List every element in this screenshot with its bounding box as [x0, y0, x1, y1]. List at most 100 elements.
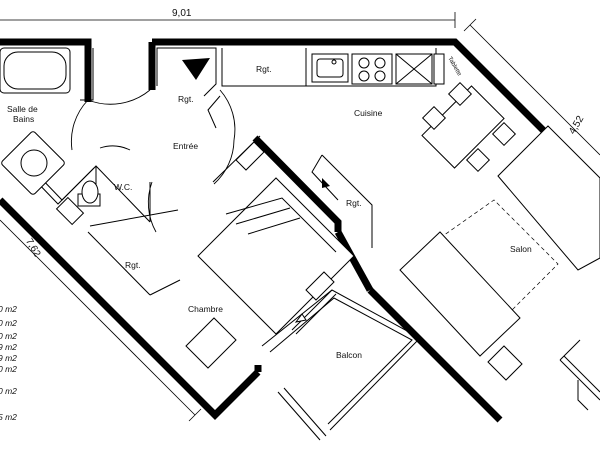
dining-chair — [491, 121, 517, 147]
area-item: 0 m2 — [0, 364, 17, 374]
desk — [185, 317, 237, 369]
area-item: 0 m2 — [0, 318, 17, 328]
bed-cover-fold-2 — [235, 207, 291, 225]
cooktop — [351, 53, 393, 85]
dimension-line-right — [469, 24, 600, 156]
area-item: 5 m2 — [0, 412, 17, 422]
sink-drain — [331, 59, 337, 65]
balcony-outline — [261, 289, 421, 431]
duct-marker-icon — [182, 58, 210, 80]
dimension-right-label: 4,52 — [567, 114, 586, 137]
wall-rgt-salon — [321, 154, 373, 248]
balcony-sliding-door-2 — [295, 293, 337, 335]
bedroom-furniture — [185, 141, 355, 369]
dimension-lines — [0, 12, 600, 422]
balcony-rail-2 — [283, 387, 327, 437]
wall-bedroom-living — [252, 135, 342, 232]
wall-rgt-salon-2 — [311, 154, 339, 201]
door-swing-kitchen — [219, 89, 236, 141]
room-label-balcon: Balcon — [336, 350, 362, 360]
door-swing-bath — [70, 99, 89, 151]
wall-bath-inner — [80, 48, 94, 101]
washbasin-bowl — [20, 149, 48, 177]
burner — [358, 70, 370, 82]
room-label-salle-de-bains-2: Bains — [13, 114, 34, 124]
room-label-salon: Salon — [510, 244, 532, 254]
dimension-top-label: 9,01 — [172, 8, 192, 19]
wall-bedroom-living-2 — [334, 230, 374, 292]
salon-window — [559, 359, 600, 401]
dimension-line-left — [0, 219, 196, 416]
burner — [374, 70, 386, 82]
rug — [439, 199, 559, 317]
door-swing-entry — [87, 89, 151, 105]
sink-basin — [316, 58, 344, 78]
bathtub-basin — [3, 51, 67, 90]
dining-set — [421, 81, 517, 173]
area-item: 9 m2 — [0, 342, 17, 352]
armchair — [399, 231, 521, 357]
area-item: 0 m2 — [0, 304, 17, 314]
wall-rgt-bottom — [149, 279, 181, 296]
door-swing-wc — [99, 145, 131, 151]
salon-window-2 — [563, 355, 600, 393]
nightstand — [235, 141, 265, 171]
bed-cover-fold-3 — [247, 217, 301, 235]
wc-sink — [55, 196, 85, 226]
area-item: 9 m2 — [0, 353, 17, 363]
balcony-sliding-door — [291, 289, 333, 331]
room-label-rgt-salon: Rgt. — [346, 198, 362, 208]
wall-bath-top — [0, 38, 92, 102]
dining-table — [421, 85, 505, 169]
interior-walls — [9, 47, 581, 361]
room-label-rgt-entry: Rgt. — [178, 94, 194, 104]
bed-cover-fold — [225, 197, 337, 253]
sofa — [497, 125, 600, 271]
area-list: 0 m2 0 m2 0 m2 9 m2 9 m2 0 m2 0 m2 5 m2 — [0, 304, 17, 422]
dimension-tick — [188, 408, 202, 422]
living-furniture — [399, 125, 600, 381]
wall-salon-window — [559, 339, 581, 361]
burner — [358, 57, 370, 69]
room-label-chambre: Chambre — [188, 304, 223, 314]
dining-chair — [465, 147, 491, 173]
wall-rgt-top-box — [221, 48, 307, 87]
door-swing-bedroom — [147, 181, 157, 233]
label-tablette: Tablette — [446, 56, 462, 78]
dimension-tick — [463, 18, 477, 32]
dining-chair — [447, 81, 473, 107]
bathroom-fixtures — [0, 47, 101, 226]
toilet-bowl — [81, 180, 99, 204]
kitchen-fixtures — [311, 53, 445, 85]
salon-balcony-edge — [577, 380, 589, 411]
room-label-entree: Entrée — [173, 141, 198, 151]
room-label-rgt-bedroom: Rgt. — [125, 260, 141, 270]
side-table — [487, 345, 523, 381]
wall-left-diagonal — [0, 197, 261, 420]
oven-cross — [395, 53, 433, 85]
balcony — [261, 289, 600, 441]
nightstand — [305, 271, 335, 301]
wall-entry-rgt — [207, 95, 221, 129]
tablette-shelf — [433, 53, 445, 85]
balcony-outline-inner — [269, 297, 413, 425]
burner — [374, 57, 386, 69]
wall-rgt-top — [89, 209, 179, 227]
door-swing-kitchen-2 — [213, 139, 235, 185]
wall-living-bottom — [367, 287, 503, 423]
area-item: 0 m2 — [0, 386, 17, 396]
duct-marker-icon — [322, 178, 330, 188]
balcony-rail — [277, 391, 321, 441]
room-label-cuisine: Cuisine — [354, 108, 383, 118]
dining-chair — [421, 105, 447, 131]
room-label-rgt-top: Rgt. — [256, 64, 272, 74]
area-item: 0 m2 — [0, 331, 17, 341]
wall-rgt-left — [87, 231, 151, 296]
wall-rgt-entry-box — [156, 47, 217, 97]
doors — [70, 58, 330, 233]
room-label-wc: W.C. — [114, 182, 132, 192]
room-label-salle-de-bains: Salle de — [7, 104, 38, 114]
sliding-arrow-icon — [294, 313, 307, 323]
